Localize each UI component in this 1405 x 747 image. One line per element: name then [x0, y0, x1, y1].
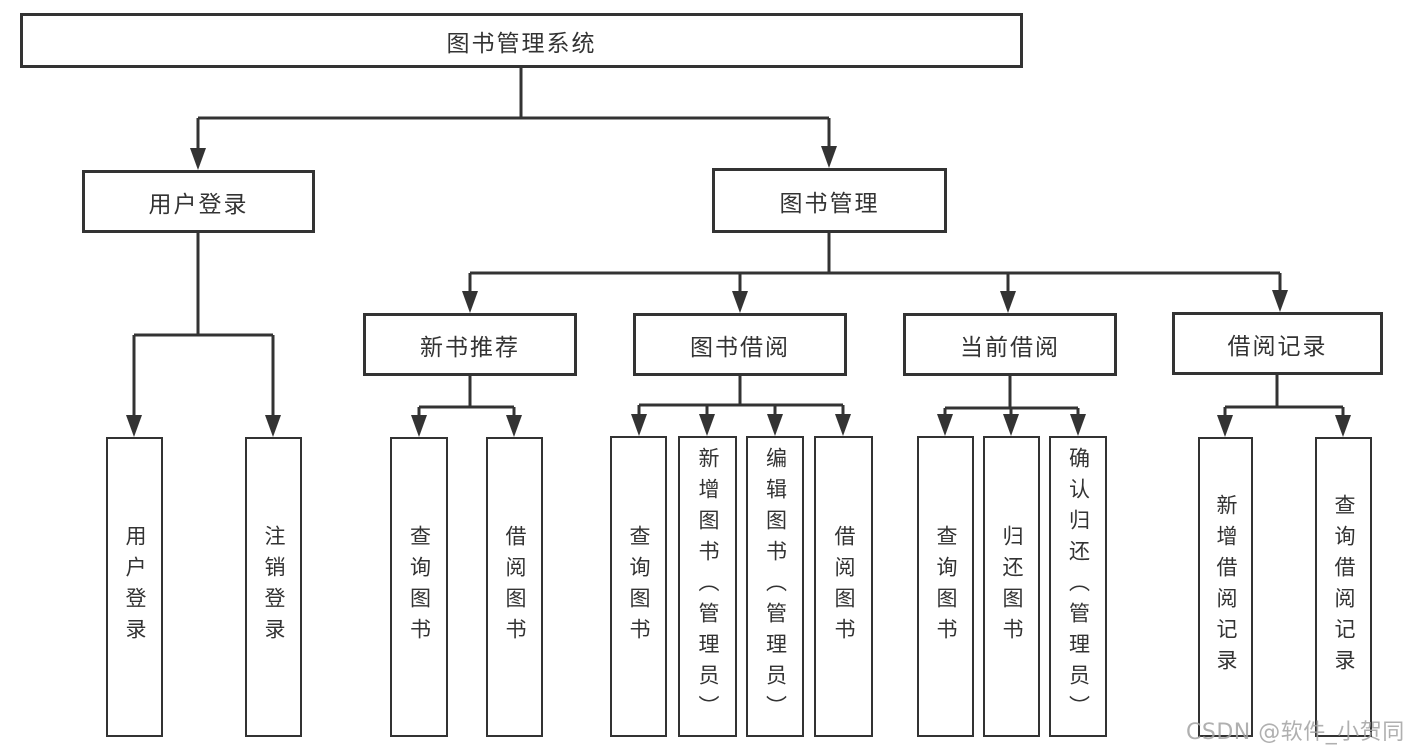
node-leaf-return-book-label: 归还图书 — [1000, 524, 1024, 649]
node-leaf-add-book-admin: 新增图书（管理员） — [678, 436, 737, 737]
node-branch-new-book-recommend: 新书推荐 — [363, 313, 577, 376]
node-leaf-query-book-recommend-label: 查询图书 — [407, 525, 432, 649]
node-branch-book-borrow: 图书借阅 — [633, 313, 847, 376]
node-branch-borrow-record: 借阅记录 — [1172, 312, 1383, 375]
node-leaf-logout: 注销登录 — [245, 437, 302, 737]
arrowhead-icons — [126, 146, 1351, 437]
node-leaf-return-book: 归还图书 — [983, 436, 1040, 737]
node-branch-book-management-label: 图书管理 — [779, 190, 880, 217]
node-leaf-borrow-book-recommend-label: 借阅图书 — [503, 525, 527, 649]
node-leaf-query-book-recommend: 查询图书 — [390, 437, 448, 737]
csdn-watermark: CSDN @软件_小贺同学 — [1186, 720, 1405, 745]
node-leaf-add-borrow-record-label: 新增借阅记录 — [1214, 494, 1238, 680]
node-leaf-query-book-current: 查询图书 — [917, 436, 974, 737]
node-leaf-query-book-borrow-label: 查询图书 — [627, 524, 651, 649]
node-branch-user-login-label: 用户登录 — [148, 191, 249, 218]
node-branch-new-book-recommend-label: 新书推荐 — [420, 334, 520, 361]
node-branch-current-borrow: 当前借阅 — [903, 313, 1117, 376]
node-leaf-query-book-current-label: 查询图书 — [934, 524, 958, 649]
node-root-system: 图书管理系统 — [20, 13, 1023, 68]
node-leaf-query-borrow-record: 查询借阅记录 — [1315, 437, 1372, 737]
node-leaf-borrow-book-recommend: 借阅图书 — [486, 437, 543, 737]
node-branch-borrow-record-label: 借阅记录 — [1227, 333, 1328, 360]
node-leaf-edit-book-admin-label: 编辑图书（管理员） — [763, 447, 788, 726]
node-leaf-logout-label: 注销登录 — [262, 525, 286, 649]
node-leaf-query-borrow-record-label: 查询借阅记录 — [1332, 494, 1356, 680]
node-leaf-borrow-book-label: 借阅图书 — [832, 524, 856, 649]
node-branch-book-borrow-label: 图书借阅 — [690, 334, 790, 361]
node-leaf-confirm-return-admin: 确认归还（管理员） — [1049, 436, 1107, 737]
node-branch-current-borrow-label: 当前借阅 — [960, 334, 1060, 361]
node-leaf-add-borrow-record: 新增借阅记录 — [1198, 437, 1253, 737]
node-leaf-query-book-borrow: 查询图书 — [610, 436, 667, 737]
node-root-system-label: 图书管理系统 — [446, 30, 597, 57]
node-leaf-add-book-admin-label: 新增图书（管理员） — [696, 447, 720, 726]
node-leaf-edit-book-admin: 编辑图书（管理员） — [746, 436, 804, 737]
node-leaf-user-login-label: 用户登录 — [123, 525, 147, 649]
node-leaf-user-login: 用户登录 — [106, 437, 163, 737]
node-leaf-confirm-return-admin-label: 确认归还（管理员） — [1066, 447, 1091, 726]
node-leaf-borrow-book: 借阅图书 — [814, 436, 873, 737]
node-branch-book-management: 图书管理 — [712, 168, 947, 233]
node-branch-user-login: 用户登录 — [82, 170, 315, 233]
